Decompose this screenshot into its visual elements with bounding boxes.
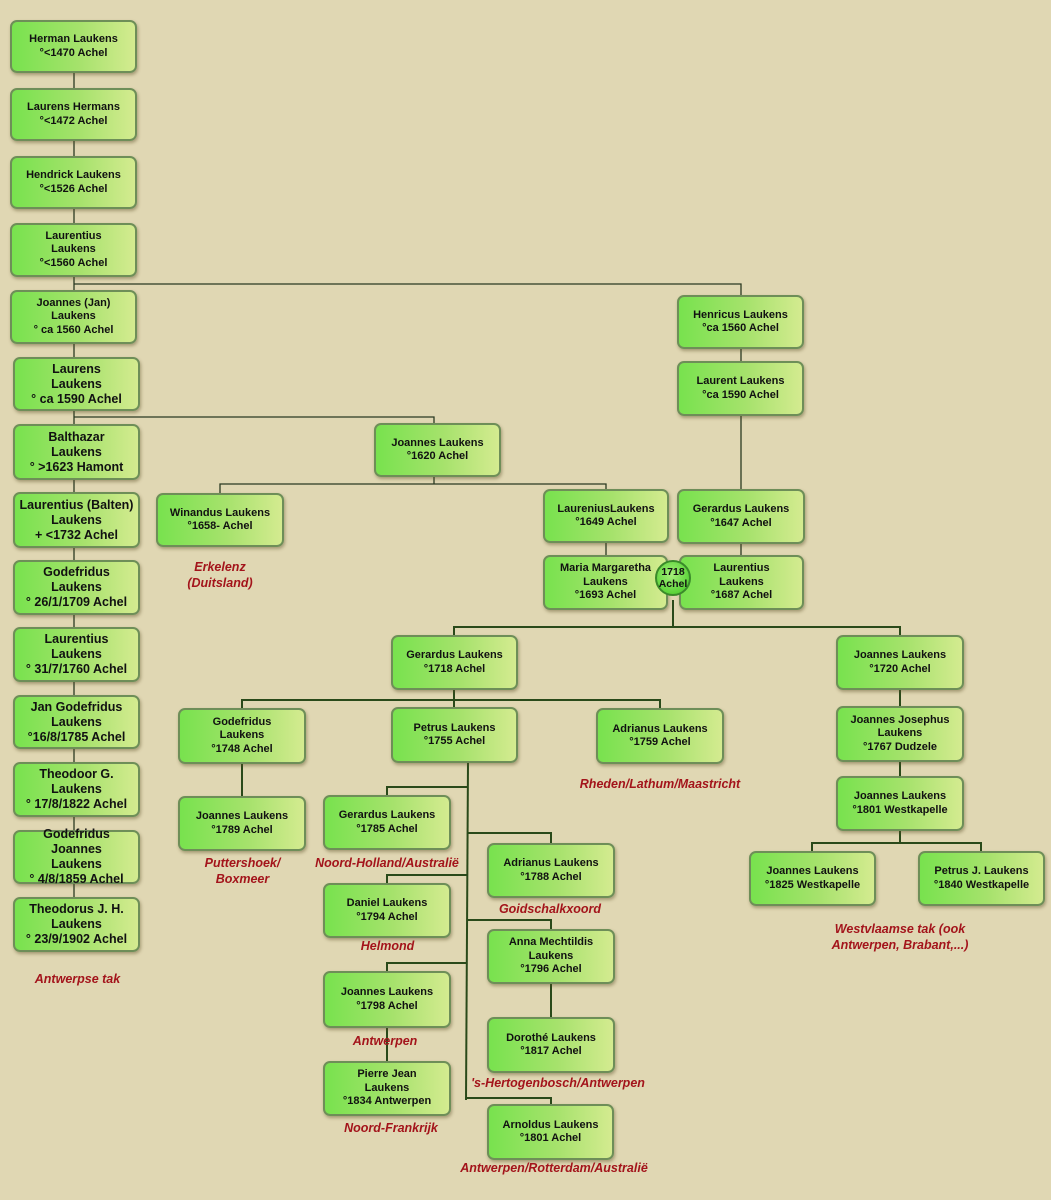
person-laurens-laukens-1590[interactable]: Laurens Laukens ° ca 1590 Achel [13,357,140,411]
note-helmond: Helmond [360,939,415,953]
person-adrianus-laukens-1759[interactable]: Adrianus Laukens °1759 Achel [596,708,724,764]
person-laurentius-laukens-1560[interactable]: Laurentius Laukens °<1560 Achel [10,223,137,277]
note-westvlaamse-tak: Westvlaamse tak (ook Antwerpen, Brabant,… [831,922,969,952]
person-henricus-laukens[interactable]: Henricus Laukens °ca 1560 Achel [677,295,804,349]
person-maria-margaretha-laukens[interactable]: Maria Margaretha Laukens °1693 Achel [543,555,668,610]
note-noord-frankrijk: Noord-Frankrijk [344,1121,438,1135]
person-hendrick-laukens[interactable]: Hendrick Laukens °<1526 Achel [10,156,137,209]
note-antwerpen-rotterdam-australie: Antwerpen/Rotterdam/Australië [460,1161,648,1175]
person-winandus-laukens[interactable]: Winandus Laukens °1658- Achel [156,493,284,547]
person-joannes-laukens-1825[interactable]: Joannes Laukens °1825 Westkapelle [749,851,876,906]
note-erkelenz: Erkelenz (Duitsland) [187,560,253,590]
person-gerardus-laukens-1647[interactable]: Gerardus Laukens °1647 Achel [677,489,805,544]
person-joannes-josephus-laukens[interactable]: Joannes Josephus Laukens °1767 Dudzele [836,706,964,762]
marriage-marker: 1718 Achel [655,560,691,596]
person-laurenius-laukens-1649[interactable]: LaureniusLaukens °1649 Achel [543,489,669,543]
person-godefridus-joannes-laukens[interactable]: Godefridus Joannes Laukens ° 4/8/1859 Ac… [13,827,140,886]
person-joannes-laukens-1801-westkapelle[interactable]: Joannes Laukens °1801 Westkapelle [836,776,964,831]
person-joannes-laukens-1720[interactable]: Joannes Laukens °1720 Achel [836,635,964,690]
person-gerardus-laukens-1718[interactable]: Gerardus Laukens °1718 Achel [391,635,518,690]
person-joannes-laukens-1798[interactable]: Joannes Laukens °1798 Achel [323,971,451,1028]
person-jan-godefridus-laukens[interactable]: Jan Godefridus Laukens °16/8/1785 Achel [13,695,140,749]
note-noord-holland-australie: Noord-Holland/Australië [315,856,459,870]
person-joannes-laukens-1620[interactable]: Joannes Laukens °1620 Achel [374,423,501,477]
note-rheden-lathum-maastricht: Rheden/Lathum/Maastricht [579,777,741,791]
person-dorothe-laukens-1817[interactable]: Dorothé Laukens °1817 Achel [487,1017,615,1073]
person-joannes-laukens-1789[interactable]: Joannes Laukens °1789 Achel [178,796,306,851]
person-balthazar-laukens[interactable]: Balthazar Laukens ° >1623 Hamont [13,424,140,480]
note-antwerpse-tak: Antwerpse tak [34,972,121,986]
person-adrianus-laukens-1788[interactable]: Adrianus Laukens °1788 Achel [487,843,615,898]
person-laurens-hermans[interactable]: Laurens Hermans °<1472 Achel [10,88,137,141]
person-theodoor-g-laukens[interactable]: Theodoor G. Laukens ° 17/8/1822 Achel [13,762,140,817]
note-hertogenbosch-antwerpen: 's-Hertogenbosch/Antwerpen [471,1076,645,1090]
person-godefridus-laukens-1709[interactable]: Godefridus Laukens ° 26/1/1709 Achel [13,560,140,615]
note-antwerpen: Antwerpen [352,1034,418,1048]
person-arnoldus-laukens-1801[interactable]: Arnoldus Laukens °1801 Achel [487,1104,614,1160]
person-laurent-laukens[interactable]: Laurent Laukens °ca 1590 Achel [677,361,804,416]
person-petrus-laukens-1755[interactable]: Petrus Laukens °1755 Achel [391,707,518,763]
note-puttershoek-boxmeer: Puttershoek/ Boxmeer [204,856,281,886]
person-laurentius-laukens-1760[interactable]: Laurentius Laukens ° 31/7/1760 Achel [13,627,140,682]
person-gerardus-laukens-1785[interactable]: Gerardus Laukens °1785 Achel [323,795,451,850]
person-laurentius-balten-laukens[interactable]: Laurentius (Balten) Laukens + <1732 Ache… [13,492,140,548]
person-anna-mechtildis-laukens[interactable]: Anna Mechtildis Laukens °1796 Achel [487,929,615,984]
person-joannes-jan-laukens[interactable]: Joannes (Jan) Laukens ° ca 1560 Achel [10,290,137,344]
person-herman-laukens[interactable]: Herman Laukens °<1470 Achel [10,20,137,73]
person-godefridus-laukens-1748[interactable]: Godefridus Laukens °1748 Achel [178,708,306,764]
person-theodorus-jh-laukens[interactable]: Theodorus J. H. Laukens ° 23/9/1902 Ache… [13,897,140,952]
person-petrus-j-laukens-1840[interactable]: Petrus J. Laukens °1840 Westkapelle [918,851,1045,906]
person-laurentius-laukens-1687[interactable]: Laurentius Laukens °1687 Achel [679,555,804,610]
person-daniel-laukens-1794[interactable]: Daniel Laukens °1794 Achel [323,883,451,938]
note-goidschalkxoord: Goidschalkxoord [498,902,602,916]
person-pierre-jean-laukens[interactable]: Pierre Jean Laukens °1834 Antwerpen [323,1061,451,1116]
